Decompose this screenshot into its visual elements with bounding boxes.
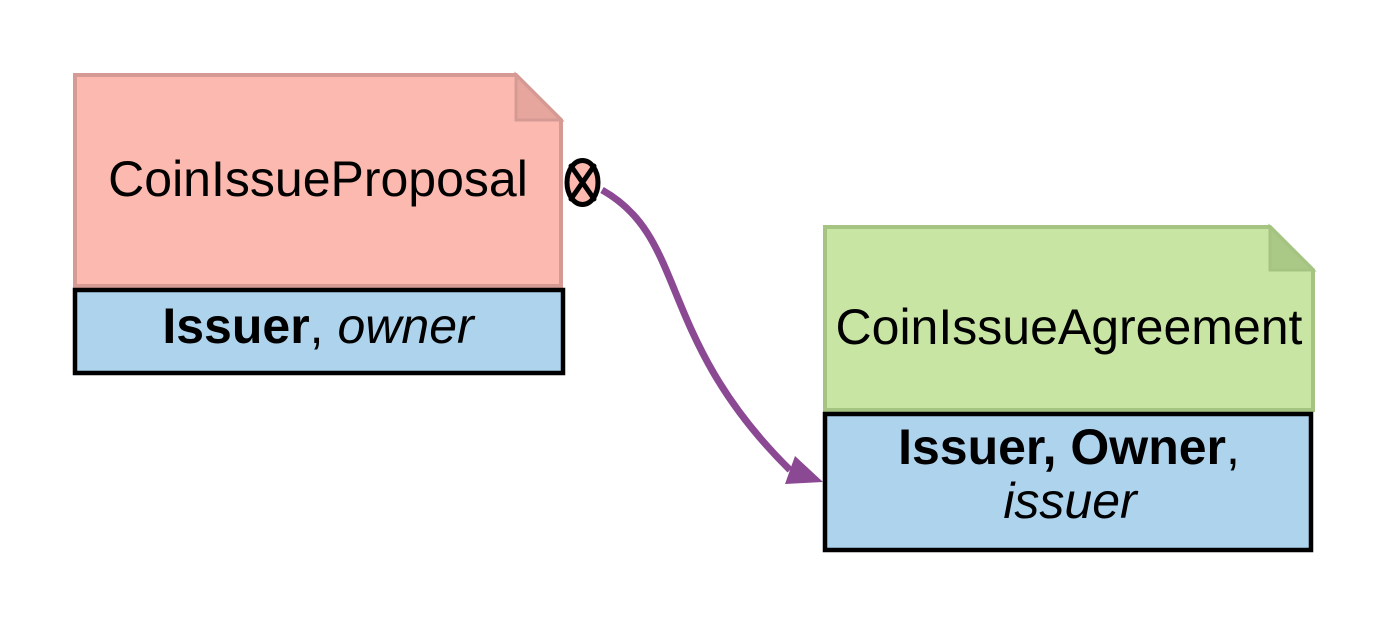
agreement-title: CoinIssueAgreement	[836, 299, 1303, 355]
agreement-note-fold-icon	[1268, 223, 1317, 272]
agreement-signatories: Issuer, Owner	[898, 419, 1226, 475]
proposal-signatories: Issuer	[162, 298, 309, 354]
agreement-controllers-line: issuer	[1003, 473, 1139, 529]
create-connector	[600, 186, 823, 484]
agreement-parties-bar	[822, 411, 1314, 553]
agreement-note-body	[823, 225, 1315, 412]
agreement-separator: ,	[1226, 419, 1240, 475]
proposal-title: CoinIssueProposal	[108, 151, 528, 207]
proposal-separator: ,	[310, 298, 338, 354]
agreement-note: CoinIssueAgreement Issuer, Owner, issuer	[822, 223, 1317, 553]
proposal-note: CoinIssueProposal Issuer, owner	[72, 71, 566, 376]
proposal-parties-bar	[72, 287, 566, 376]
create-arrow-head-icon	[785, 456, 823, 484]
proposal-parties-label: Issuer, owner	[162, 298, 476, 354]
agreement-signatories-line: Issuer, Owner,	[898, 419, 1240, 475]
proposal-note-body	[73, 73, 563, 288]
proposal-note-fold-icon	[514, 71, 565, 122]
archive-circled-x-icon	[564, 158, 601, 207]
proposal-controllers: owner	[337, 298, 476, 354]
create-arrow-line	[600, 186, 793, 473]
archive-x-stroke-2	[568, 163, 597, 202]
